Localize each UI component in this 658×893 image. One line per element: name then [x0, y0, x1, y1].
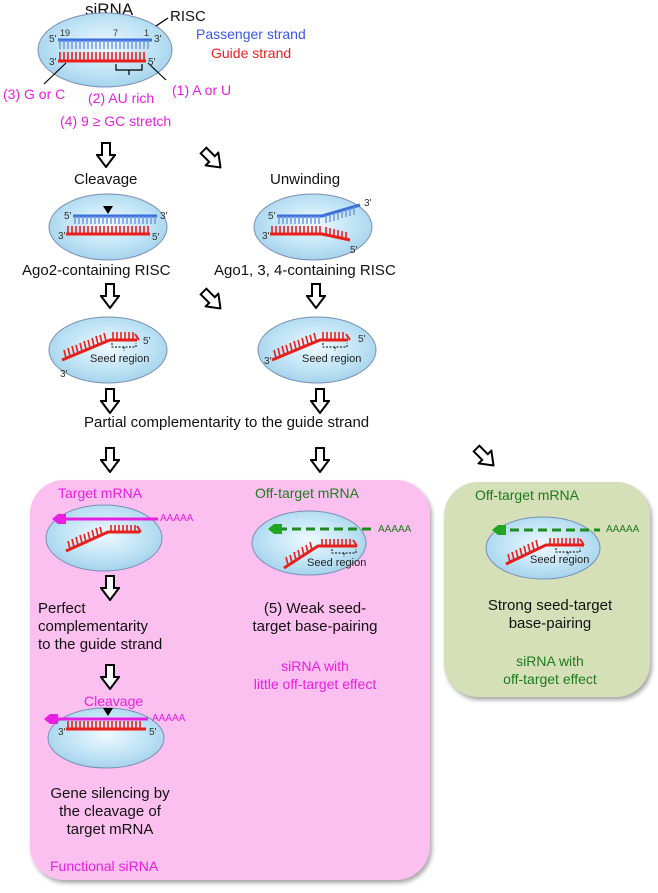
- cleavage-site-marker-icon: [103, 206, 113, 214]
- strong-offtarget-diagram: [485, 516, 601, 580]
- partial-complementarity-text: Partial complementarity to the guide str…: [84, 414, 370, 431]
- target-cleavage-diagram: [44, 707, 165, 769]
- target-polya-label: AAAAA: [160, 513, 194, 524]
- strong-pairing-text: Strong seed-target base-pairing: [460, 597, 640, 633]
- cleavage-3-end: 3': [160, 211, 168, 222]
- unwinding-5-end: 5': [268, 211, 276, 222]
- seed-region-label-weak: Seed region: [307, 557, 367, 569]
- seed-bracket: [115, 64, 143, 75]
- unwinding-3-guide: 3': [262, 231, 270, 242]
- unwinding-title: Unwinding: [270, 171, 341, 188]
- passenger-5-end: 5': [49, 34, 57, 45]
- passenger-bases: [59, 40, 149, 49]
- gene-silencing-line-2: the cleavage of: [59, 803, 161, 820]
- seed-right-5-end: 5': [358, 334, 366, 345]
- pos-7-label: 7: [113, 28, 119, 38]
- weak-pairing-text: (5) Weak seed- target base-pairing: [240, 600, 390, 636]
- gene-silencing-line-3: target mRNA: [66, 821, 154, 838]
- risc-label: RISC: [170, 8, 206, 25]
- guide-5-end: 5': [148, 57, 156, 68]
- risc-pointer: [155, 17, 169, 27]
- target-mrna-label: Target mRNA: [58, 485, 143, 501]
- weak-pairing-line-2: target base-pairing: [252, 618, 378, 635]
- offtarget-effect-line-1: siRNA with: [516, 653, 584, 669]
- rule-4-label: (4) 9 ≥ GC stretch: [60, 113, 172, 129]
- strong-offtarget-5cap-icon: [492, 525, 506, 535]
- seed-region-label-right: Seed region: [302, 353, 362, 365]
- off-target-mrna-title: Off-target mRNA: [475, 487, 579, 503]
- cleavage-label-target: Cleavage: [84, 693, 144, 709]
- target-cleavage-marker-icon: [103, 708, 113, 716]
- seed-region-diagram-right: [257, 316, 377, 384]
- strong-pairing-line-1: Strong seed-target: [487, 597, 613, 614]
- rule1-pointer: [147, 62, 167, 81]
- risc-ellipse: [37, 12, 173, 88]
- cleavage-mrna-5cap-icon: [44, 714, 58, 724]
- strong-offtarget-polya: AAAAA: [606, 524, 640, 535]
- pos-1-label: 1: [144, 28, 150, 38]
- seed-region-label-left: Seed region: [90, 353, 150, 365]
- gene-silencing-text: Gene silencing by the cleavage of target…: [40, 785, 180, 839]
- cleavage-risc-diagram: [48, 193, 168, 261]
- rule-3-label: (3) G or C: [3, 86, 66, 102]
- weak-offtarget-5cap-icon: [268, 524, 282, 534]
- cleavage-5-end: 5': [64, 211, 72, 222]
- passenger-3-end: 3': [154, 34, 162, 45]
- cleavage-caption: Ago2-containing RISC: [22, 262, 171, 279]
- target-cleavage-5-end: 5': [149, 727, 157, 738]
- perfect-line-3: to the guide strand: [38, 636, 163, 653]
- perfect-line-1: Perfect: [38, 600, 86, 617]
- rule-1-label: (1) A or U: [172, 82, 232, 98]
- weak-offtarget-diagram: [251, 510, 375, 576]
- seed-region-diagram-left: [48, 316, 168, 384]
- off-target-mrna-label-weak: Off-target mRNA: [255, 485, 359, 501]
- unwinding-caption: Ago1, 3, 4-containing RISC: [214, 262, 396, 279]
- unwinding-risc-diagram: [253, 193, 373, 261]
- guide-strand-label: Guide strand: [211, 45, 292, 61]
- target-cleavage-polya: AAAAA: [152, 713, 186, 724]
- perfect-complementarity-text: Perfect complementarity to the guide str…: [38, 600, 162, 654]
- offtarget-effect-line-2: off-target effect: [503, 671, 597, 687]
- unwinding-3-end: 3': [364, 198, 372, 209]
- cleavage-title: Cleavage: [74, 171, 138, 188]
- pos-19-label: 19: [60, 28, 71, 38]
- little-offtarget-line-2: little off-target effect: [253, 676, 377, 692]
- sirna-risc-diagram: [37, 12, 173, 88]
- target-cleavage-3-end: 3': [58, 727, 66, 738]
- guide-3-end: 3': [49, 57, 57, 68]
- unwinding-5-guide: 5': [350, 245, 358, 256]
- seed-left-5-end: 5': [143, 336, 151, 347]
- little-offtarget-line-1: siRNA with: [281, 658, 349, 674]
- functional-sirna-label: Functional siRNA: [50, 858, 159, 874]
- target-mrna-5cap-icon: [52, 514, 66, 524]
- gene-silencing-line-1: Gene silencing by: [50, 785, 170, 802]
- seed-left-3-end: 3': [60, 369, 68, 380]
- perfect-line-2: complementarity: [38, 618, 149, 635]
- cleavage-5-guide: 5': [152, 232, 160, 243]
- target-mrna-diagram: [45, 504, 163, 572]
- passenger-strand-label: Passenger strand: [196, 26, 306, 42]
- weak-offtarget-polya: AAAAA: [378, 524, 412, 535]
- cleavage-3-guide: 3': [58, 231, 66, 242]
- rule-2-label: (2) AU rich: [88, 90, 155, 106]
- strong-pairing-line-2: base-pairing: [508, 615, 592, 632]
- offtarget-effect-text: siRNA with off-target effect: [470, 652, 630, 688]
- guide-bases: [59, 52, 145, 61]
- seed-region-label-strong: Seed region: [530, 554, 590, 566]
- seed-right-3-end: 3': [264, 356, 272, 367]
- rule3-pointer: [43, 62, 67, 85]
- weak-pairing-line-1: (5) Weak seed-: [263, 600, 367, 617]
- little-offtarget-text: siRNA with little off-target effect: [230, 657, 400, 693]
